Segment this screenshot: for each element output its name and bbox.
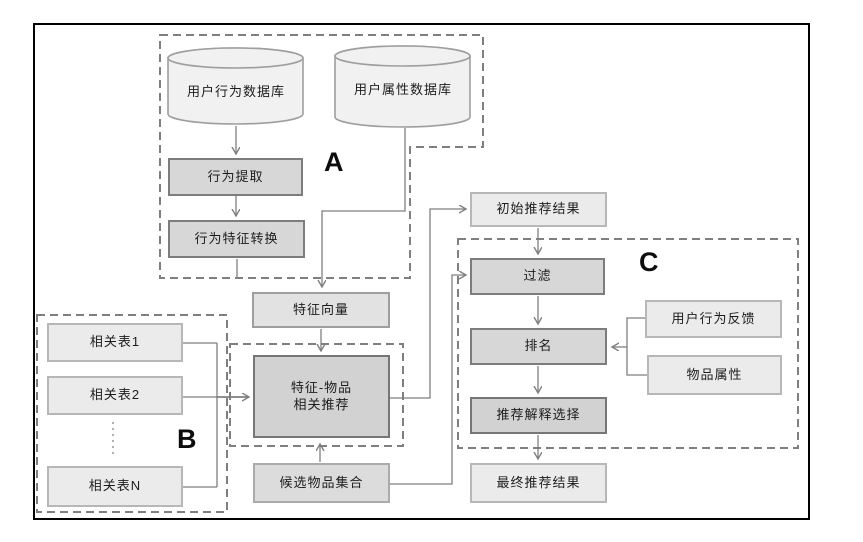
node-related-table-1: 相关表1 [47,323,183,362]
node-user-behavior-feedback: 用户行为反馈 [645,300,782,338]
node-final-recommendation-result: 最终推荐结果 [470,463,607,503]
region-b-outline [36,314,228,513]
connector-feedback-junction [626,317,647,376]
user-behavior-db-cylinder-top [167,47,304,69]
feature-item-line2: 相关推荐 [293,396,350,412]
node-item-attribute: 物品属性 [647,355,782,395]
connector-candidate-to-filter [390,275,466,485]
region-b-label: B [177,424,197,454]
feature-item-recommendation-text: 特征-物品 相关推荐 [291,380,352,414]
node-ranking: 排名 [470,328,607,365]
feature-item-dashed-outline [229,343,404,447]
region-c-outline [457,238,799,449]
node-recommendation-explanation-selection: 推荐解释选择 [470,397,607,434]
region-a-label: A [324,147,344,177]
node-behavior-extraction: 行为提取 [168,158,303,196]
region-c-label: C [639,247,659,277]
node-feature-item-recommendation: 特征-物品 相关推荐 [253,355,390,438]
user-attribute-db-cylinder-top [334,45,471,67]
node-feature-vector: 特征向量 [252,292,390,328]
region-a-outline [159,34,484,279]
node-user-behavior-db-label: 用户行为数据库 [186,83,285,99]
connector-attributedb-to-featurevector [322,128,406,287]
node-related-table-2: 相关表2 [47,376,183,415]
node-filter: 过滤 [470,258,605,295]
connector-featureitem-to-initial [390,209,466,399]
node-user-attribute-db-label: 用户属性数据库 [353,81,452,97]
feature-item-line1: 特征-物品 [290,379,353,395]
node-related-table-n: 相关表N [47,466,183,507]
node-initial-recommendation-result: 初始推荐结果 [470,192,607,227]
node-behavior-feature-conversion: 行为特征转换 [168,220,305,258]
node-candidate-item-set: 候选物品集合 [253,463,390,503]
